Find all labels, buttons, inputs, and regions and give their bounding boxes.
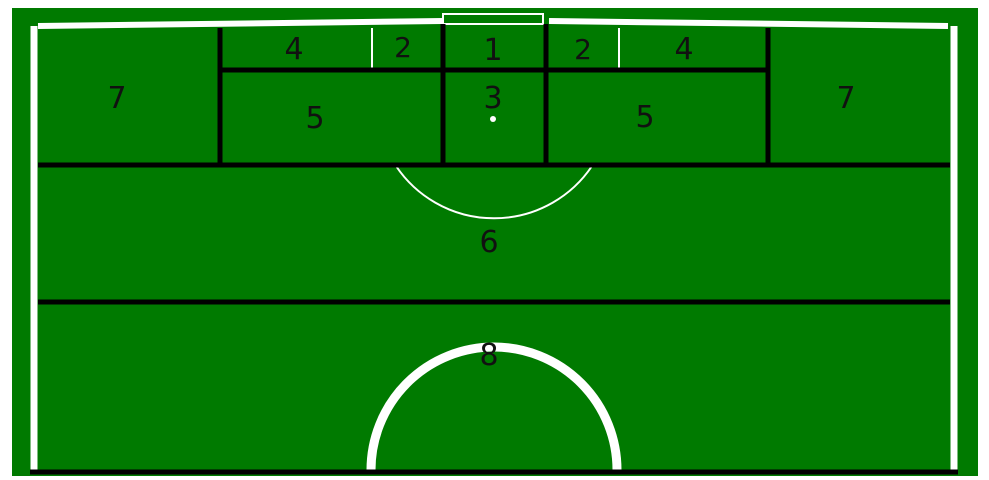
penalty-arc xyxy=(395,165,593,220)
zone-7-left-label: 7 xyxy=(107,81,126,116)
zone-4-right-label: 4 xyxy=(674,32,693,67)
zone-1-label: 1 xyxy=(483,33,502,68)
zone-borders xyxy=(30,24,958,475)
zone-5-right-label: 5 xyxy=(635,100,654,135)
zone-8-label: 8 xyxy=(479,338,498,373)
zone-4-left-label: 4 xyxy=(284,32,303,67)
zone-5-left-label: 5 xyxy=(305,101,324,136)
pitch-lines xyxy=(30,13,958,471)
goal xyxy=(442,13,544,25)
zone-6-label: 6 xyxy=(479,225,498,260)
zone-3-label: 3 xyxy=(483,81,502,116)
zone-labels: 1 2 2 3 4 4 5 5 6 7 7 8 xyxy=(107,31,855,373)
goal-line xyxy=(37,18,949,29)
zone-2-right-label: 2 xyxy=(574,33,592,66)
zone-7-right-label: 7 xyxy=(836,81,855,116)
zone-2-left-label: 2 xyxy=(394,31,412,64)
center-circle xyxy=(366,342,622,471)
pitch-background xyxy=(12,8,978,476)
penalty-spot xyxy=(490,116,496,122)
